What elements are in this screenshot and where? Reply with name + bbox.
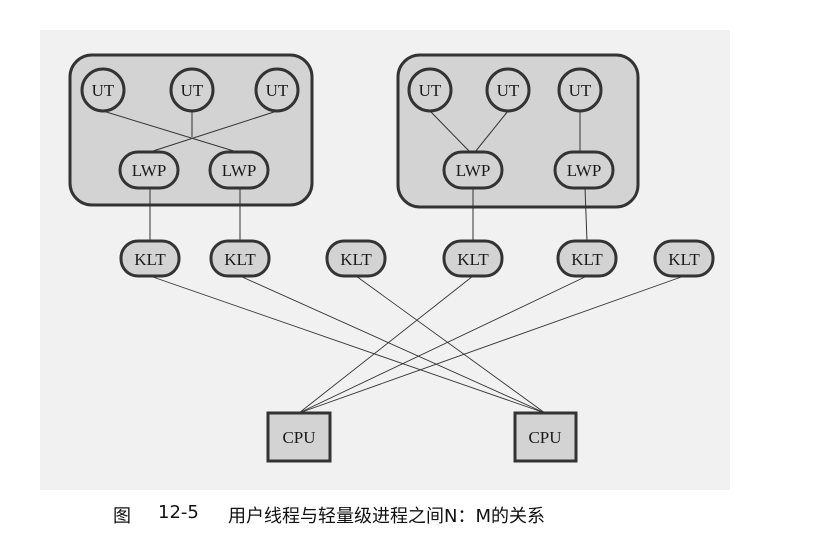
ut-node: UT (557, 67, 603, 113)
lwp-label: LWP (567, 161, 602, 180)
connector-line (149, 275, 546, 414)
cpu-node: CPU (266, 411, 332, 463)
ut-node: UT (485, 67, 531, 113)
connector-line (298, 275, 474, 414)
lwp-label: LWP (222, 161, 257, 180)
ut-label: UT (92, 81, 115, 100)
klt-label: KLT (224, 250, 256, 269)
klt-node: KLT (653, 239, 715, 278)
klt-node: KLT (442, 239, 504, 278)
connector-line (584, 187, 588, 242)
klt-label: KLT (457, 250, 489, 269)
cpu-label: CPU (282, 428, 315, 447)
klt-label: KLT (668, 250, 700, 269)
ut-label: UT (181, 81, 204, 100)
klt-label: KLT (571, 250, 603, 269)
caption-label: 图 (113, 506, 131, 527)
lwp-node: LWP (442, 150, 504, 190)
ut-label: UT (569, 81, 592, 100)
klt-node: KLT (556, 239, 618, 278)
lwp-node: LWP (208, 150, 270, 190)
figure-caption: 图 12-5 用户线程与轻量级进程之间N：M的关系 (0, 502, 821, 532)
klt-label: KLT (134, 250, 166, 269)
ut-label: UT (497, 81, 520, 100)
connector-line (102, 110, 238, 153)
ut-node: UT (254, 67, 300, 113)
ut-label: UT (266, 81, 289, 100)
thread-model-diagram: UT UT UT UT UT UT LWP LWP (68, 53, 715, 463)
ut-node: UT (169, 67, 215, 113)
connector-line (298, 275, 588, 414)
klt-node: KLT (209, 239, 271, 278)
klt-label: KLT (340, 250, 372, 269)
lwp-label: LWP (132, 161, 167, 180)
ut-node: UT (80, 67, 126, 113)
connector-line (239, 275, 546, 414)
lwp-node: LWP (118, 150, 180, 190)
connector-line (149, 110, 278, 153)
lwp-klt-connections (149, 187, 588, 242)
klt-cpu-connections (149, 275, 685, 414)
connector-line (298, 275, 685, 414)
connector-line (474, 110, 509, 153)
ut-node: UT (407, 67, 453, 113)
klt-node: KLT (119, 239, 181, 278)
cpu-node: CPU (513, 411, 578, 463)
connector-line (429, 110, 471, 153)
connector-line (355, 275, 546, 414)
cpu-label: CPU (528, 428, 561, 447)
caption-number: 12-5 (158, 502, 199, 523)
lwp-node: LWP (553, 150, 615, 190)
ut-label: UT (419, 81, 442, 100)
right-process-connections (429, 110, 581, 153)
caption-text: 用户线程与轻量级进程之间N：M的关系 (228, 506, 545, 527)
left-process-connections (102, 110, 278, 153)
lwp-label: LWP (456, 161, 491, 180)
klt-node: KLT (325, 239, 387, 278)
